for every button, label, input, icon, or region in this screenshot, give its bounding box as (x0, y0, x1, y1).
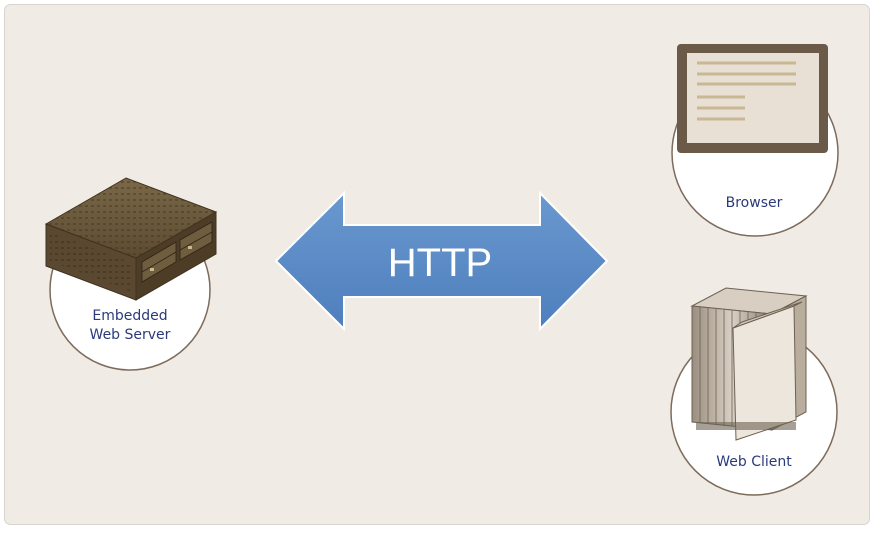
server-label-line2: Web Server (90, 327, 171, 343)
http-connector: HTTP (274, 190, 609, 332)
browser-window-icon (677, 44, 828, 153)
client-node: Web Client (670, 287, 838, 496)
server-label-line1: Embedded (92, 308, 167, 324)
server-node: Embedded Web Server (44, 177, 218, 371)
client-label: Web Client (716, 454, 792, 470)
double-arrow-icon (274, 190, 609, 332)
http-label: HTTP (388, 241, 492, 285)
computer-tower-icon (690, 287, 808, 441)
browser-node: Browser (671, 44, 839, 237)
browser-label: Browser (726, 195, 783, 211)
server-icon (44, 177, 218, 301)
